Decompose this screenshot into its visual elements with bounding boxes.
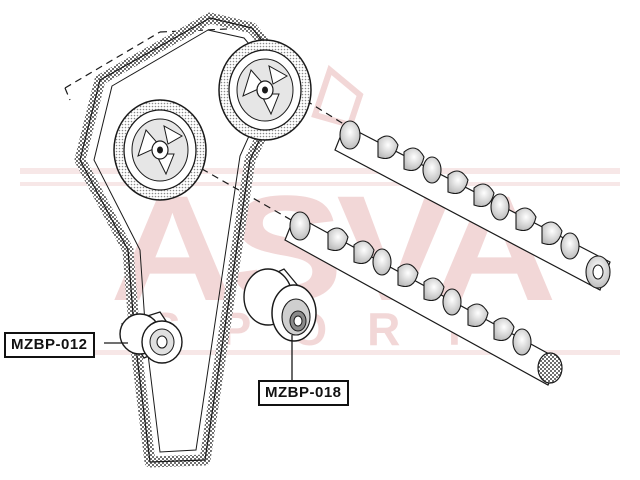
- part-label-mzbp-018: MZBP-018: [258, 380, 349, 406]
- leader-lines: [104, 335, 293, 380]
- part-label-mzbp-012: MZBP-012: [4, 332, 95, 358]
- lower-camshaft: [284, 211, 563, 386]
- center-idler-pulley: [243, 268, 317, 342]
- upper-camshaft: [334, 120, 611, 291]
- left-idler-pulley: [119, 311, 183, 364]
- intake-cam-sprocket: [218, 39, 312, 141]
- exhaust-cam-sprocket: [113, 99, 207, 201]
- timing-belt: [74, 12, 296, 468]
